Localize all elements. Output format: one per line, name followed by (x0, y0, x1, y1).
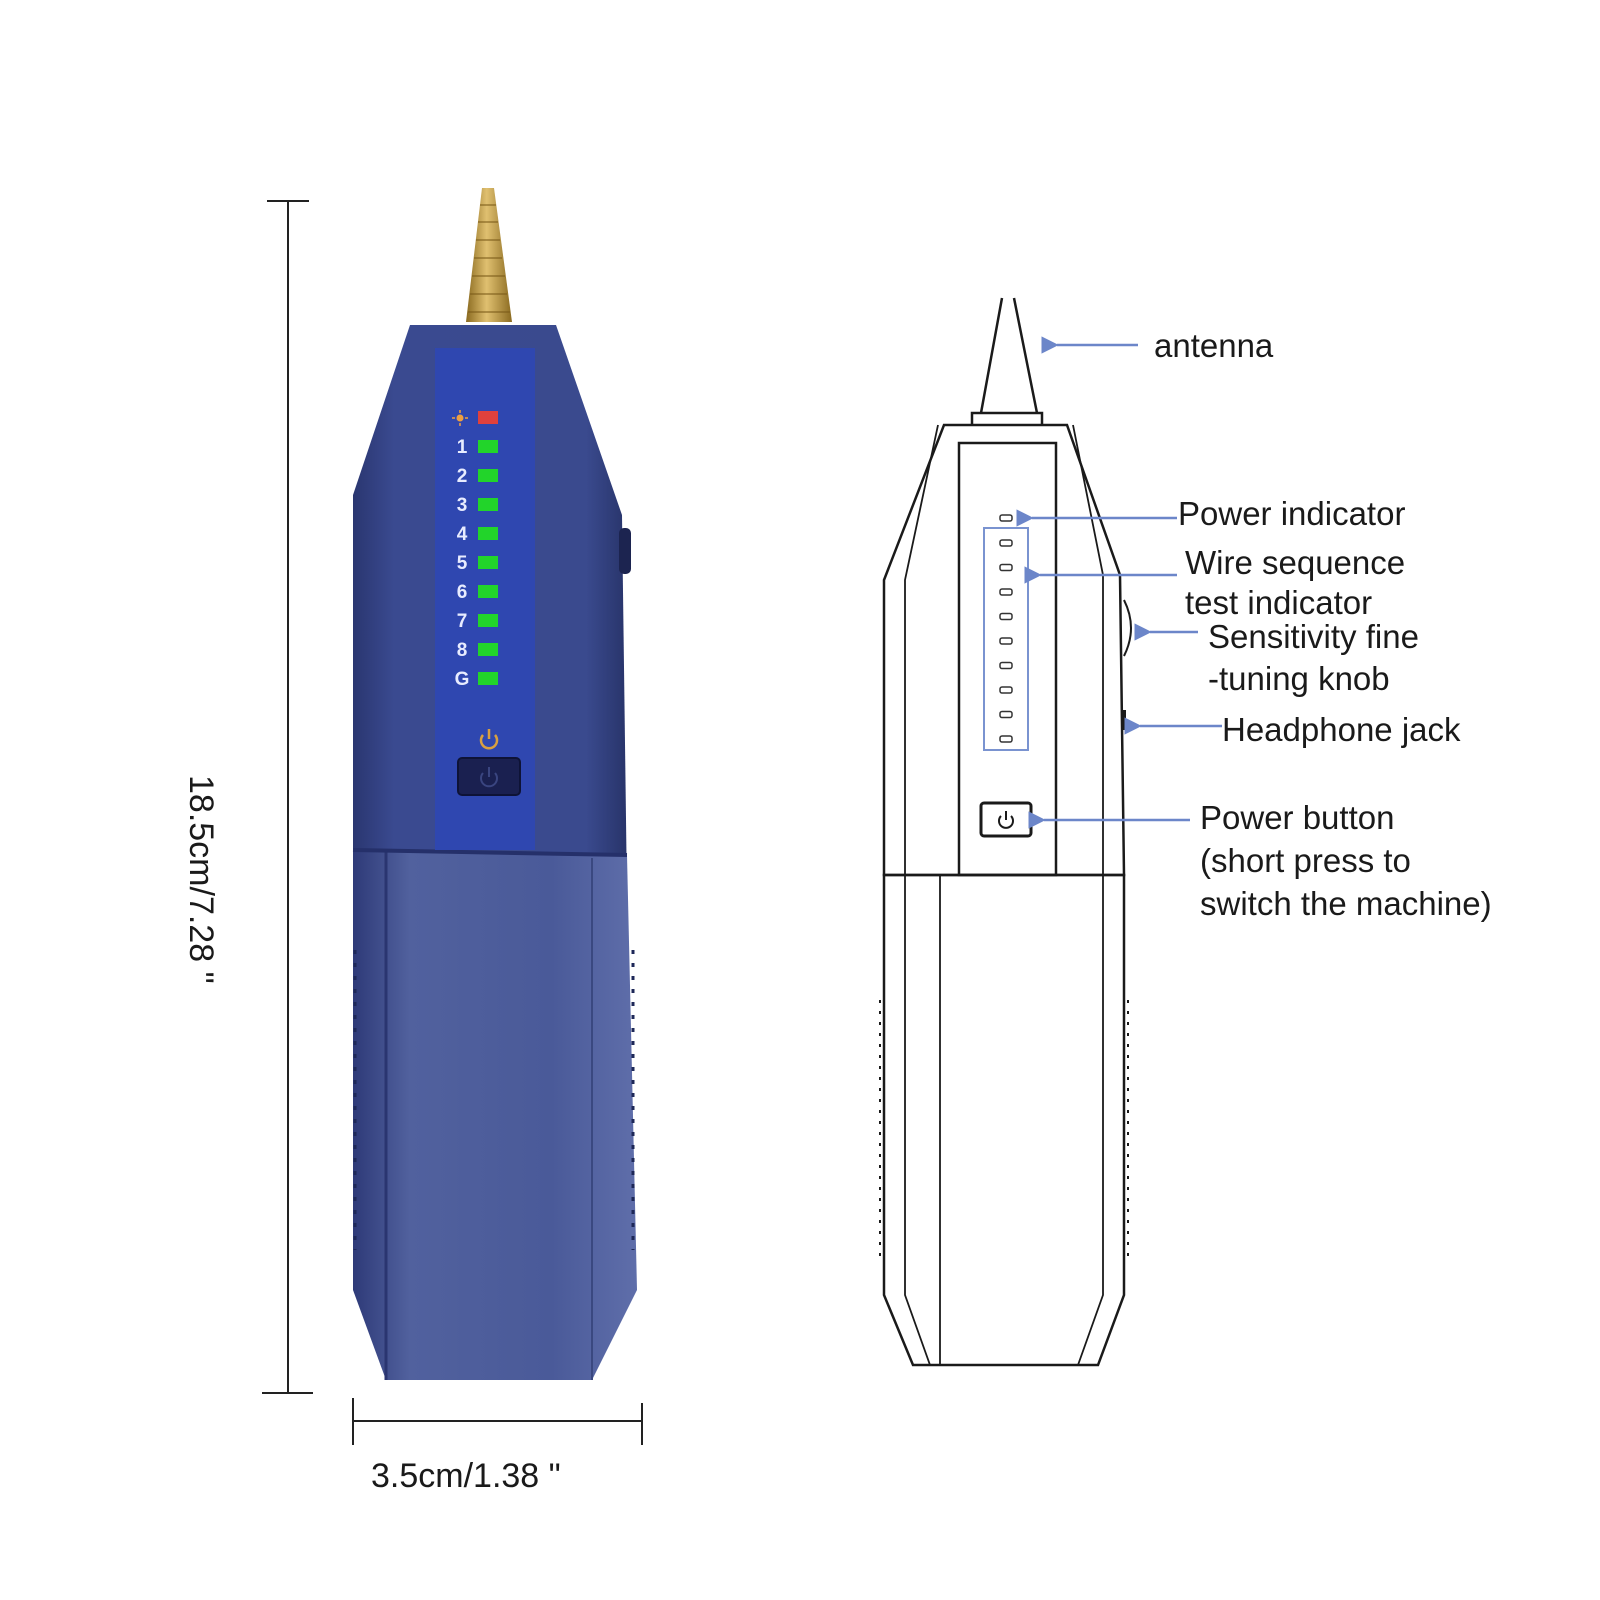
wire-led-light (478, 469, 498, 482)
label-wire-sequence-2: test indicator (1185, 584, 1372, 621)
wire-led-label: 7 (457, 611, 468, 632)
wire-led-light (478, 498, 498, 511)
outline-led-6 (999, 661, 1013, 670)
sun-icon (452, 410, 468, 426)
device-outline-drawing (879, 297, 1132, 1367)
wire-led-light (478, 672, 498, 685)
device-lower-body (353, 850, 637, 1380)
height-dimension (262, 200, 313, 1394)
callout-arrows (1016, 336, 1222, 829)
outline-led-3 (999, 588, 1013, 596)
wire-led-8: 8 (457, 640, 498, 661)
brass-antenna (466, 188, 512, 322)
outline-led-g (999, 735, 1013, 743)
wire-led-label: 6 (457, 582, 468, 603)
label-power-button-1: Power button (1200, 799, 1394, 836)
label-power-indicator: Power indicator (1178, 495, 1405, 532)
power-button-photo[interactable] (457, 757, 521, 796)
height-label: 18.5cm/7.28 " (182, 775, 220, 984)
wire-led-label: G (455, 669, 470, 690)
label-antenna: antenna (1154, 327, 1274, 364)
wire-led-3: 3 (457, 495, 498, 516)
power-indicator-led (452, 410, 498, 426)
outline-led-7 (999, 686, 1013, 694)
power-icon (479, 729, 499, 750)
grip-ridges (353, 950, 635, 1250)
label-power-button-2: (short press to (1200, 842, 1411, 879)
outline-led-5 (999, 637, 1013, 645)
outline-led-1 (999, 539, 1013, 547)
wire-led-5: 5 (457, 553, 498, 574)
wire-indicator-box (983, 527, 1029, 751)
outline-antenna (979, 297, 1039, 414)
wire-led-4: 4 (457, 524, 498, 545)
wire-led-light (478, 614, 498, 627)
wire-led-light (478, 440, 498, 453)
outline-led-8 (999, 710, 1013, 719)
wire-led-label: 2 (457, 466, 468, 487)
outline-panel-details (979, 514, 1033, 838)
wire-led-2: 2 (457, 466, 498, 487)
wire-led-light (478, 643, 498, 656)
device-photo: 1 2 3 4 5 6 7 8G (352, 188, 637, 1380)
wire-led-label: 1 (457, 437, 468, 458)
wire-led-7: 7 (457, 611, 498, 632)
label-headphone: Headphone jack (1222, 711, 1461, 748)
outline-led-2 (999, 563, 1013, 572)
wire-led-light (478, 585, 498, 598)
wire-led-g: G (455, 669, 498, 690)
label-sensitivity-1: Sensitivity fine (1208, 618, 1419, 655)
wire-led-label: 4 (457, 524, 468, 545)
wire-led-label: 8 (457, 640, 468, 661)
wire-led-light (478, 527, 498, 540)
wire-led-1: 1 (457, 437, 498, 458)
side-knob (619, 528, 631, 574)
wire-led-light (478, 556, 498, 569)
wire-led-column: 1 2 3 4 5 6 7 8G (455, 437, 498, 690)
label-wire-sequence-1: Wire sequence (1185, 544, 1405, 581)
wire-led-label: 3 (457, 495, 468, 516)
wire-led-label: 5 (457, 553, 468, 574)
width-dimension (352, 1398, 643, 1445)
power-icon (998, 811, 1014, 829)
label-sensitivity-2: -tuning knob (1208, 660, 1390, 697)
wire-led-6: 6 (457, 582, 498, 603)
outline-led-4 (999, 612, 1013, 621)
width-label: 3.5cm/1.38 " (371, 1457, 561, 1495)
label-power-button-3: switch the machine) (1200, 885, 1492, 922)
